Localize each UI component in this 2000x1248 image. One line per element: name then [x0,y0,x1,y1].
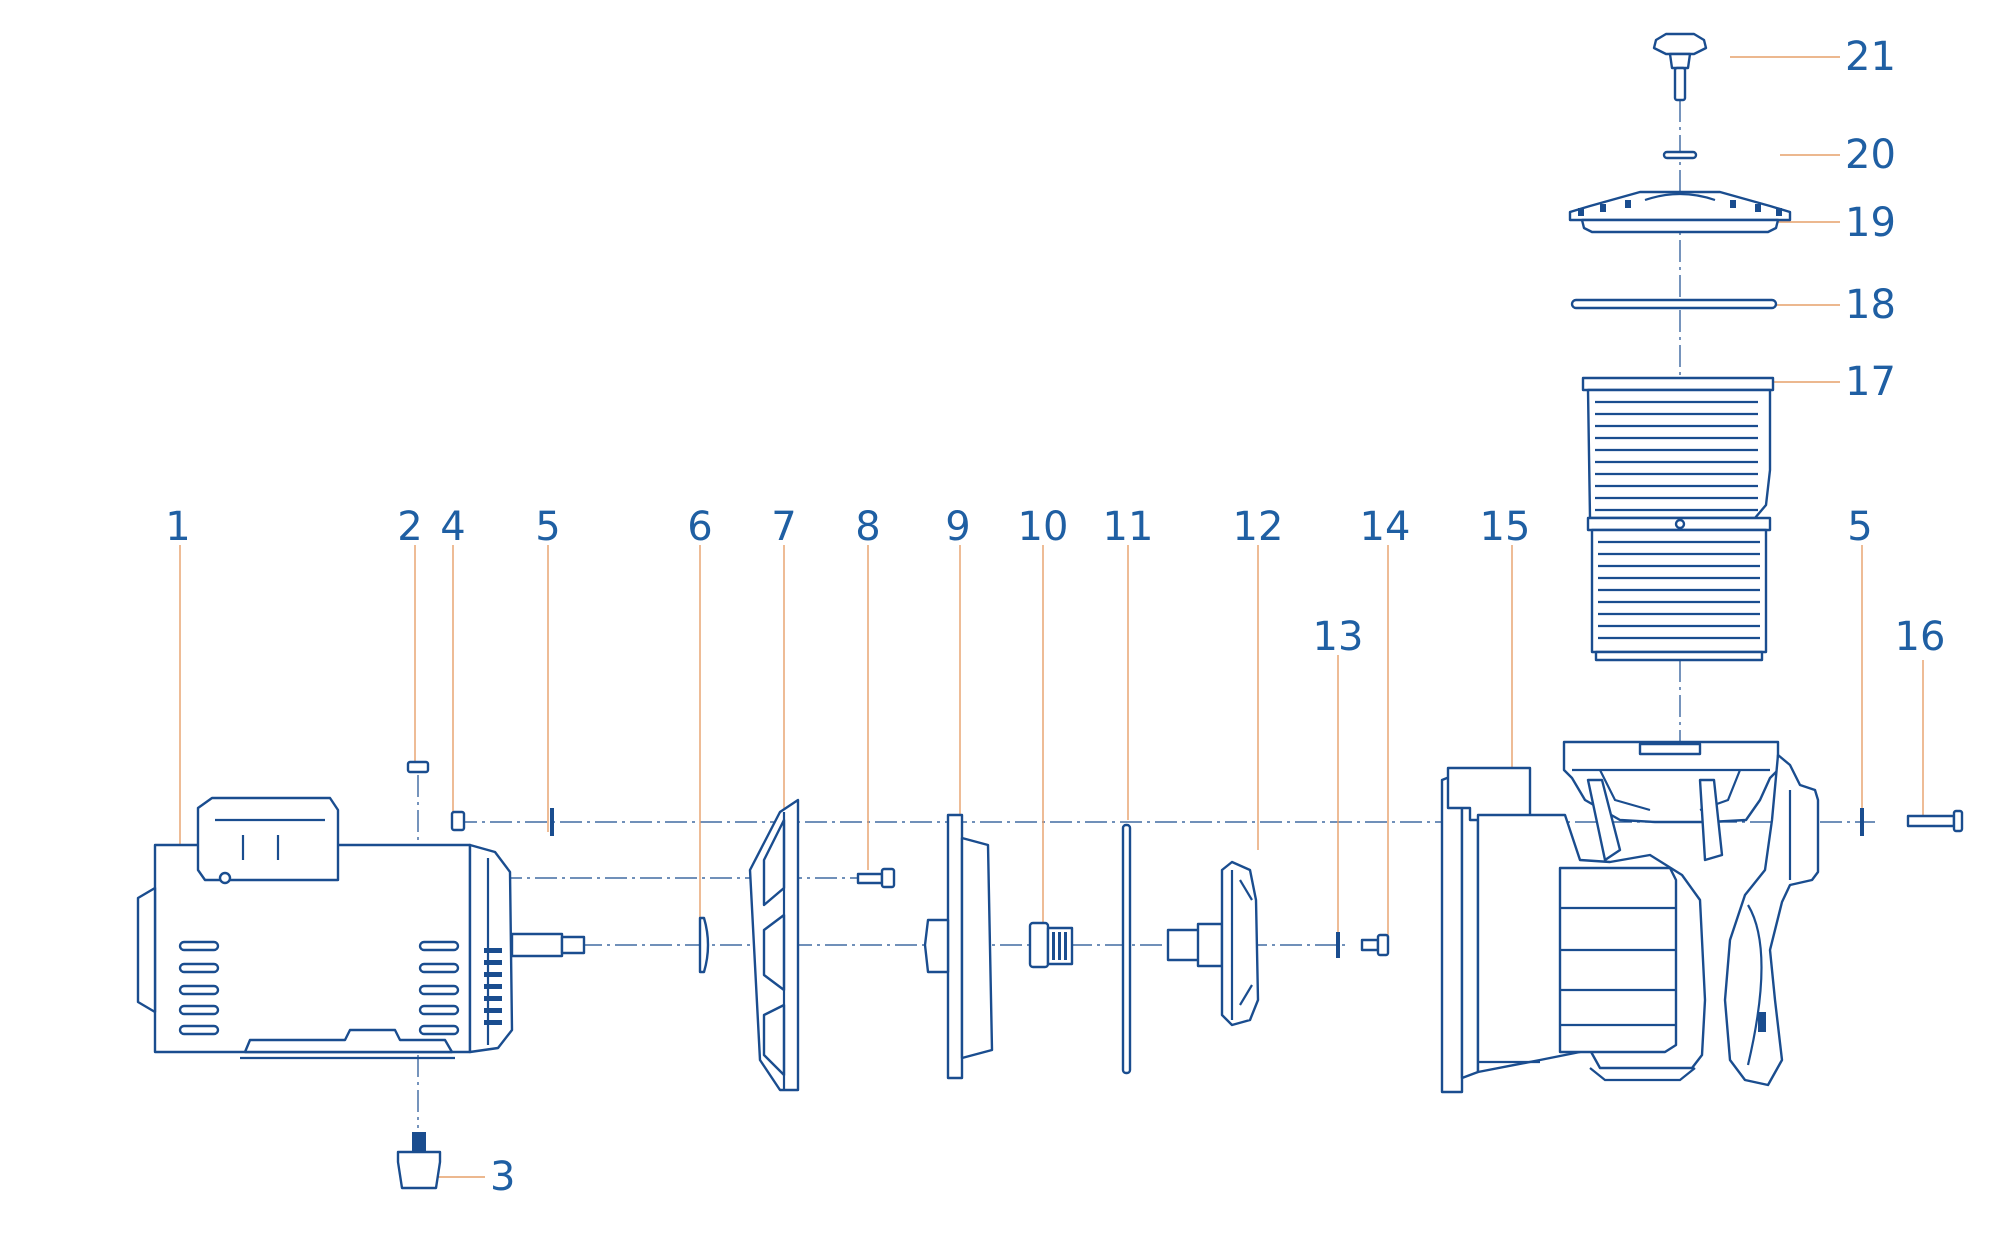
label-part-5-right: 5 [1847,504,1872,550]
label-part-8: 8 [855,504,880,550]
part-9-seal-plate [923,813,994,1080]
part-11-gasket [1121,823,1132,1075]
label-part-1: 1 [165,504,190,550]
label-part-7: 7 [771,504,796,550]
part-13-washer [1336,932,1340,958]
part-5-washer-right [1860,808,1864,836]
motor-vent-slots-left [178,940,220,1036]
label-part-16: 16 [1895,614,1946,660]
label-part-19: 19 [1845,200,1896,246]
part-3-foot [396,1132,442,1190]
motor-vent-slots-right [418,940,460,1036]
part-1-motor [136,796,586,1060]
part-7-bracket [748,798,800,1092]
label-part-13: 13 [1313,614,1364,660]
basket-mesh-upper [1595,400,1758,512]
part-labels: 1 2 4 5 6 7 8 9 10 11 12 13 14 15 5 16 3… [165,34,1945,1200]
part-17-strainer-basket [1581,376,1775,662]
part-16-bolt [1906,809,1964,833]
part-18-lid-oring [1570,298,1778,310]
label-part-14: 14 [1360,504,1411,550]
part-4-nut [450,810,466,832]
part-8-bolt [856,867,896,889]
basket-mesh-lower [1598,540,1760,640]
lid-rim-teeth [1578,200,1782,216]
part-19-lid [1568,190,1792,234]
part-6-seal-disk [698,916,710,974]
label-part-2: 2 [397,504,422,550]
motor-bell-vents [484,948,502,1025]
label-part-21: 21 [1845,34,1896,80]
label-part-11: 11 [1103,504,1154,550]
part-21-knob [1652,32,1708,102]
leader-lines [179,56,1924,1178]
part-20-washer [1662,150,1698,160]
part-12-impeller [1166,860,1260,1027]
label-part-18: 18 [1845,282,1896,328]
label-part-17: 17 [1845,359,1896,405]
part-10-mechanical-seal [1028,921,1074,969]
label-part-6: 6 [687,504,712,550]
label-part-9: 9 [945,504,970,550]
label-part-4: 4 [440,504,465,550]
label-part-3: 3 [490,1154,515,1200]
part-15-pump-housing [1440,740,1820,1094]
part-2-cap [406,760,430,774]
part-5-washer-left [550,808,554,836]
part-14-screw [1360,933,1390,957]
label-part-20: 20 [1845,132,1896,178]
label-part-15: 15 [1480,504,1531,550]
label-part-12: 12 [1233,504,1284,550]
label-part-10: 10 [1018,504,1069,550]
label-part-5-left: 5 [535,504,560,550]
